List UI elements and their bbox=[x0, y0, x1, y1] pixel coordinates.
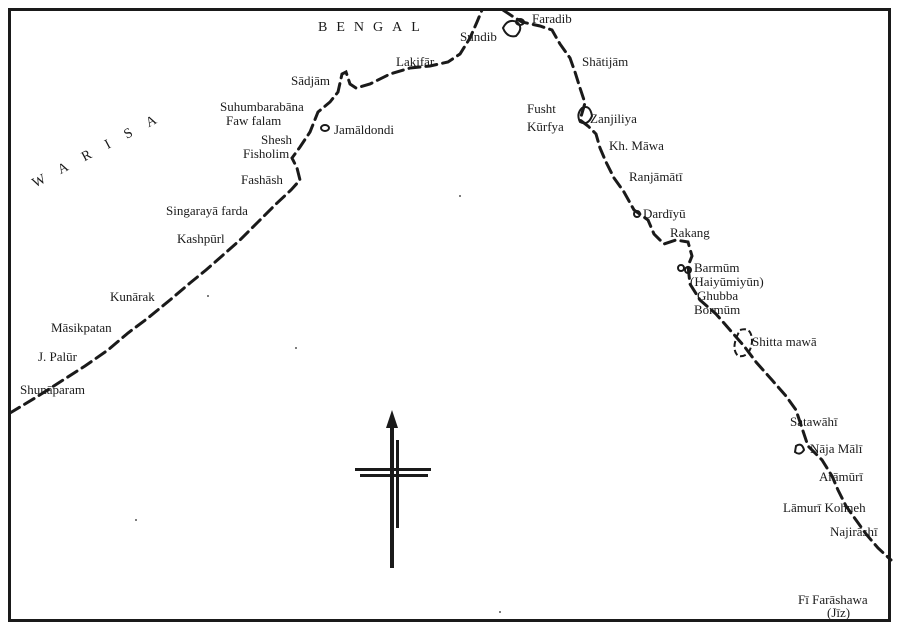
island-zanjiliya bbox=[577, 106, 594, 125]
place-label-zanjiliya: Zanjiliya bbox=[590, 111, 637, 126]
island-shitta-mawa bbox=[733, 328, 754, 358]
place-label-jiz: (Jīz) bbox=[827, 605, 851, 620]
map-speck bbox=[295, 347, 297, 349]
place-label-shunaparam: Shunāparam bbox=[20, 382, 85, 397]
place-label-fusht: Fusht bbox=[527, 101, 556, 116]
island-dardiyu bbox=[633, 210, 641, 218]
place-label-kashpurl: Kashpūrl bbox=[177, 231, 225, 246]
place-label-rakang: Rakang bbox=[670, 225, 710, 240]
map-speck bbox=[135, 519, 137, 521]
place-label-sadjam: Sādjām bbox=[291, 73, 330, 88]
place-label-singaraya-farda: Singarayā farda bbox=[166, 203, 248, 218]
place-label-lamuri-kohneh: Lāmurī Kohneh bbox=[783, 500, 866, 515]
place-label-bormum: Bormūm bbox=[694, 302, 741, 317]
place-label-faradib: Faradib bbox=[532, 11, 572, 26]
map-speck bbox=[459, 195, 461, 197]
map-speck bbox=[207, 295, 209, 297]
place-label-ghubba: Ghubba bbox=[697, 288, 739, 303]
island-barmum-2 bbox=[684, 266, 692, 274]
map-speck bbox=[499, 611, 501, 613]
west-coastline bbox=[8, 8, 484, 415]
place-label-najirashi: Najirāshī bbox=[830, 524, 878, 539]
place-label-shitta-mawa: Shitta mawā bbox=[752, 334, 817, 349]
place-label-fashash: Fashāsh bbox=[241, 172, 283, 187]
place-label-jamaldondi: Jamāldondi bbox=[334, 122, 394, 137]
island-sundib bbox=[501, 19, 522, 38]
place-label-haiyumiyun: (Haiyūmiyūn) bbox=[690, 274, 764, 289]
map-frame bbox=[8, 8, 891, 622]
place-label-fisholim: Fisholim bbox=[243, 146, 290, 161]
place-label-aramuri: Arāmūrī bbox=[819, 469, 864, 484]
place-label-kunarak: Kunārak bbox=[110, 289, 155, 304]
place-label-faw-falam: Faw falam bbox=[226, 113, 282, 128]
east-coastline bbox=[501, 8, 893, 562]
place-label-dardiyu: Dardīyū bbox=[643, 206, 686, 221]
north-arrow-icon bbox=[355, 410, 431, 568]
place-label-kurfya: Kūrfya bbox=[527, 119, 564, 134]
place-label-masikpatan: Māsikpatan bbox=[51, 320, 112, 335]
place-label-satawahi: Satawāhī bbox=[790, 414, 838, 429]
place-label-shesh: Shesh bbox=[261, 132, 293, 147]
place-label-barmum: Barmūm bbox=[694, 260, 740, 275]
island-naja-mali bbox=[793, 443, 806, 455]
place-label-sundib: Sundib bbox=[460, 29, 497, 44]
place-label-kh-mawa: Kh. Māwa bbox=[609, 138, 664, 153]
island-barmum-1 bbox=[677, 264, 685, 272]
place-label-ranjamati: Ranjāmātī bbox=[629, 169, 683, 184]
place-label-naja-mali: Nāja Mālī bbox=[810, 441, 863, 456]
region-label-bengal: BENGAL bbox=[318, 20, 429, 35]
place-label-fi-farashawa: Fī Farāshawa bbox=[798, 592, 868, 607]
island-jamaldondi bbox=[320, 124, 330, 132]
place-label-lakifar: Lakifār bbox=[396, 54, 435, 69]
place-label-suhumbarabana: Suhumbarabāna bbox=[220, 99, 304, 114]
place-label-j-palur: J. Palūr bbox=[38, 349, 77, 364]
island-faradib bbox=[515, 18, 525, 26]
place-label-shatijam: Shātijām bbox=[582, 54, 629, 69]
